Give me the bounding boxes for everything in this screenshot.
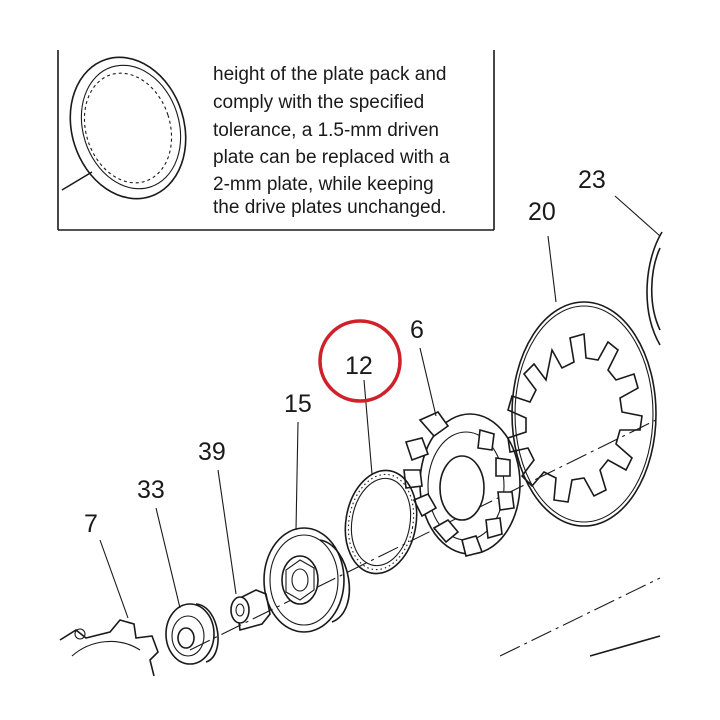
callout-23: 23 (578, 166, 606, 194)
note-line-1: height of the plate pack and (213, 64, 446, 85)
leader-23 (614, 195, 661, 237)
part-39-sleeve (217, 469, 271, 632)
part-20-spring-plate (507, 235, 657, 527)
leader-7 (99, 539, 129, 619)
note-line-2: comply with the specified (213, 92, 424, 113)
part-6-hub (403, 347, 521, 557)
leader-20 (547, 235, 557, 303)
leader-12 (363, 379, 373, 475)
driven-plate-illustration (61, 56, 187, 200)
note-line-6: the drive plates unchanged. (213, 197, 446, 218)
assembly-axis-line (189, 417, 661, 651)
part-15-bushing (263, 421, 351, 633)
note-line-5: 2-mm plate, while keeping (213, 174, 434, 195)
callout-7: 7 (84, 510, 98, 538)
part-33-bearing (155, 507, 219, 665)
leader-39 (217, 469, 237, 595)
callout-15: 15 (284, 390, 312, 418)
note-line-3: tolerance, a 1.5-mm driven (213, 120, 439, 141)
leader-15 (295, 421, 299, 531)
inset-note-box: height of the plate pack and comply with… (57, 50, 495, 231)
secondary-axis-line (499, 577, 661, 657)
leader-33 (155, 507, 181, 609)
callout-33: 33 (137, 476, 165, 504)
part-12-bearing (344, 379, 418, 575)
leader-6 (419, 347, 437, 417)
part-23-ring (614, 195, 663, 346)
callout-20: 20 (528, 198, 556, 226)
part-7-basket (59, 539, 159, 677)
callout-39: 39 (198, 438, 226, 466)
housing-edge-line (589, 635, 661, 657)
note-line-4: plate can be replaced with a (213, 147, 450, 168)
callout-6: 6 (410, 316, 424, 344)
callout-12: 12 (345, 352, 373, 380)
highlight-circle (318, 319, 402, 403)
